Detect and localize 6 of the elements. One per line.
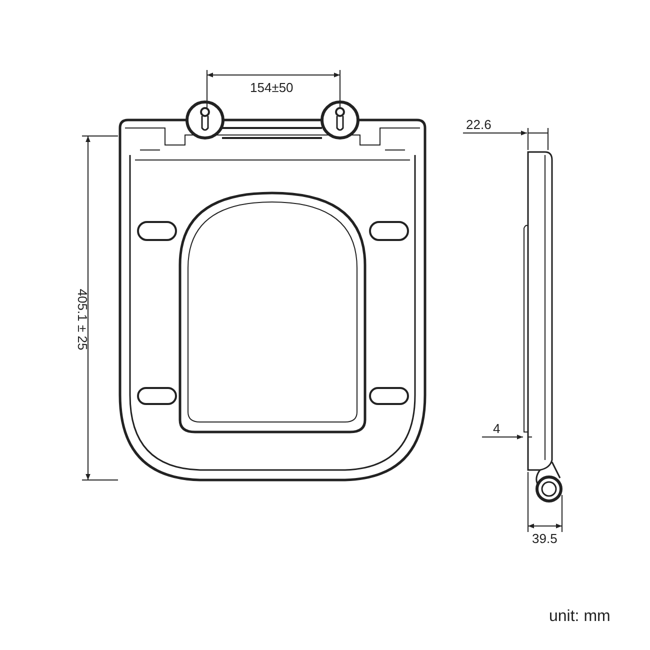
dimension-label: 22.6 xyxy=(466,117,492,132)
dimension-label: 39.5 xyxy=(532,531,558,546)
dimension-label: 154±50 xyxy=(250,80,294,95)
dimension-label: 4 xyxy=(493,421,500,436)
unit-note: unit: mm xyxy=(549,609,610,624)
dimension-label: 405.1 ± 25 xyxy=(75,288,90,350)
